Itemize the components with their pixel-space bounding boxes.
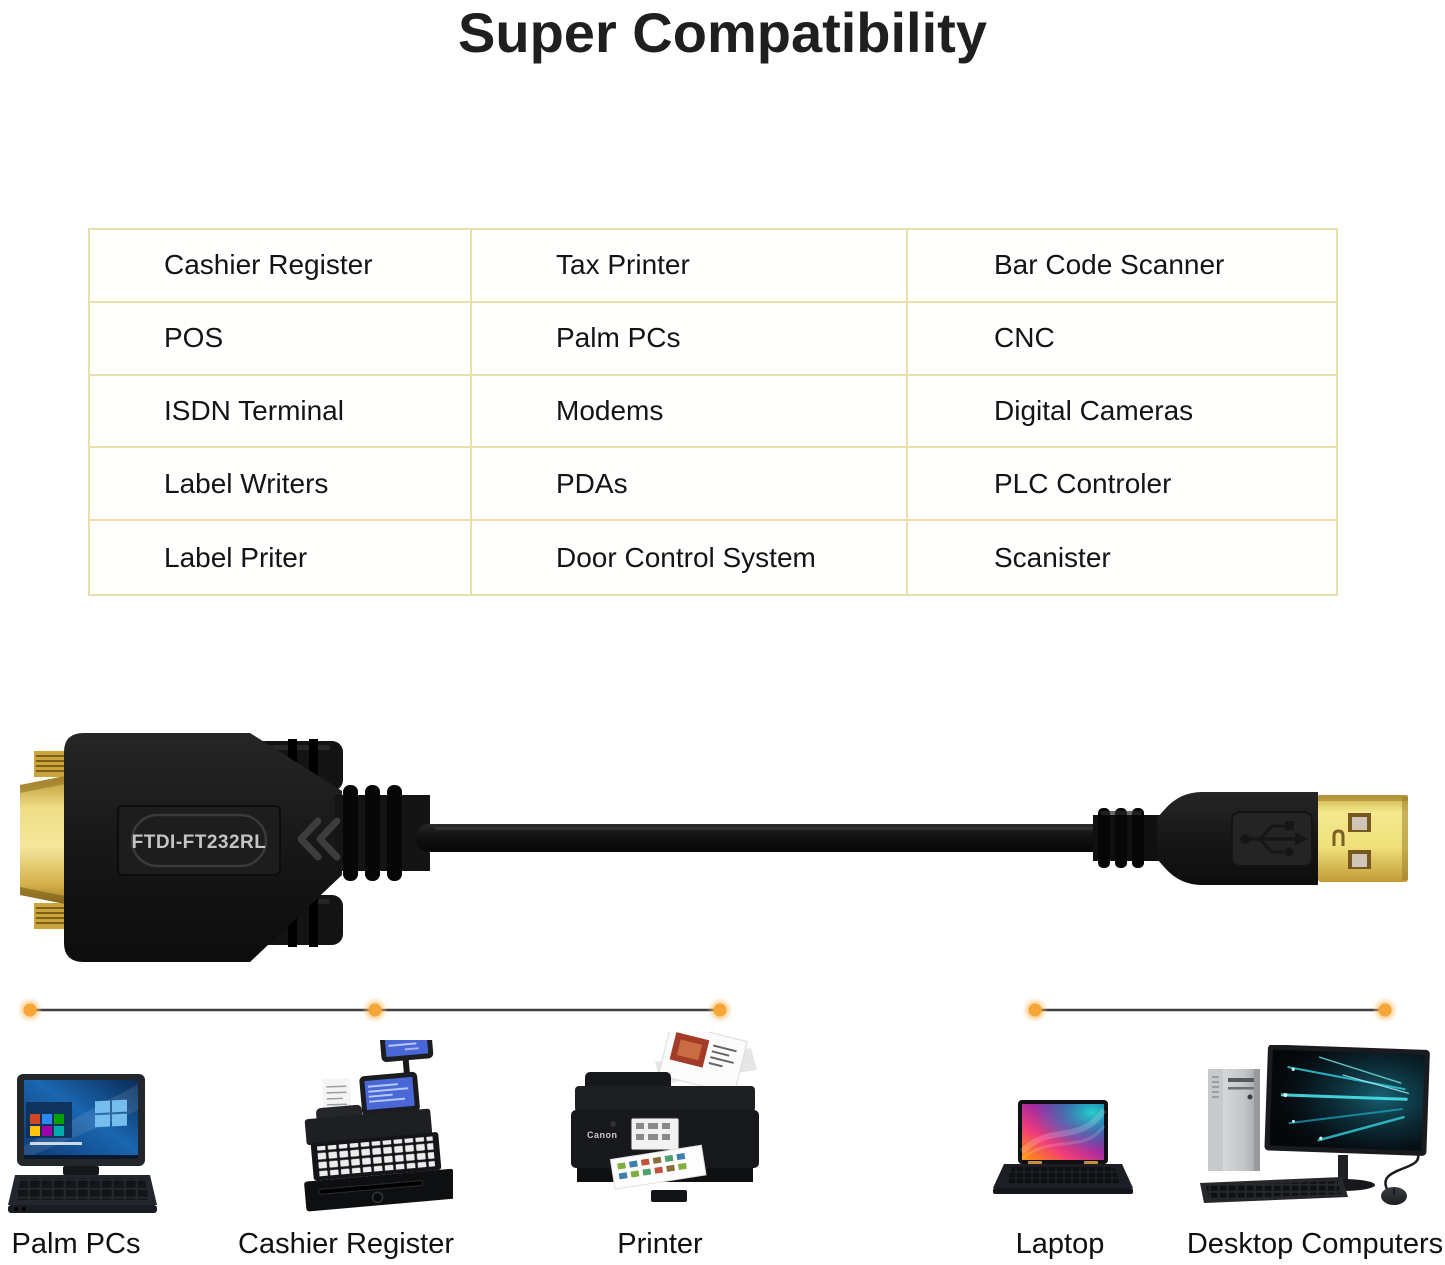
table-cell: Palm PCs bbox=[472, 302, 908, 376]
table-cell: Tax Printer bbox=[472, 230, 908, 303]
printer-input-sheet bbox=[657, 1022, 748, 1095]
usb-plug-gold bbox=[1318, 795, 1408, 882]
table-cell: POS bbox=[90, 302, 472, 376]
connection-dot bbox=[707, 997, 733, 1023]
connection-dot bbox=[362, 997, 388, 1023]
table-cell: Label Writers bbox=[90, 448, 472, 522]
table-cell: Scanister bbox=[994, 541, 1111, 573]
device-label: Laptop bbox=[1015, 1228, 1105, 1260]
device-printer: Canon bbox=[555, 1022, 770, 1208]
db9-gold-shell bbox=[20, 775, 70, 905]
compatibility-table: Cashier Register Tax Printer Bar Code Sc… bbox=[88, 228, 1338, 596]
monitor-stand bbox=[1338, 1155, 1348, 1181]
device-label: Palm PCs bbox=[11, 1228, 141, 1260]
table-cell: PDAs bbox=[472, 448, 908, 522]
connection-line-svg bbox=[17, 997, 1398, 1023]
printer-control-screen bbox=[630, 1117, 680, 1151]
table-cell: ISDN Terminal bbox=[90, 375, 472, 449]
table-cell: Cashier Register bbox=[90, 230, 472, 303]
device-label: Printer bbox=[617, 1228, 703, 1260]
device-laptop bbox=[992, 1100, 1134, 1195]
printer-brand-text: Canon bbox=[587, 1130, 618, 1140]
register-keypad bbox=[310, 1132, 442, 1181]
connection-dot bbox=[1022, 997, 1048, 1023]
palm-pc-keyboard bbox=[8, 1175, 157, 1213]
connection-line bbox=[0, 996, 1445, 1026]
model-label-text: FTDI-FT232RL bbox=[132, 832, 267, 853]
printer-output-tray bbox=[651, 1190, 687, 1202]
monitor-light-streaks bbox=[1280, 1056, 1410, 1142]
device-label: Desktop Computers bbox=[1186, 1228, 1444, 1260]
connection-dot bbox=[1372, 997, 1398, 1023]
usb-plug-notch bbox=[1332, 829, 1345, 846]
table-cell: Digital Cameras bbox=[908, 376, 1336, 449]
printer-power-button bbox=[610, 1121, 616, 1127]
usb-serial-cable-illustration: FTDI-FT232RL bbox=[20, 733, 1408, 962]
usb-contact-window bbox=[1348, 850, 1371, 869]
drawer-keyhole bbox=[371, 1191, 384, 1204]
model-label-plate: FTDI-FT232RL bbox=[117, 805, 281, 876]
device-cashier-register bbox=[283, 1032, 456, 1215]
device-palm-pc bbox=[5, 1072, 160, 1218]
palm-pc-screen bbox=[17, 1074, 145, 1166]
register-main-display bbox=[359, 1071, 420, 1116]
table-cell: Label Priter bbox=[90, 521, 472, 594]
device-label: Cashier Register bbox=[238, 1228, 454, 1260]
usb-trident-icon bbox=[1231, 811, 1313, 867]
serial-screw-thread-bottom bbox=[34, 903, 68, 929]
serial-screw-thread-top bbox=[34, 751, 68, 777]
windows-logo-icon bbox=[95, 1099, 127, 1128]
desktop-tower bbox=[1208, 1069, 1260, 1171]
table-cell: CNC bbox=[908, 303, 1336, 376]
page-title: Super Compatibility bbox=[458, 1, 987, 64]
serial-strain-relief bbox=[335, 785, 430, 881]
cable-wire bbox=[415, 824, 1145, 852]
chevron-left-icon bbox=[297, 817, 341, 861]
table-cell: PLC Controler bbox=[908, 448, 1336, 522]
desktop-mouse bbox=[1381, 1187, 1407, 1205]
palm-pc-hinge bbox=[63, 1166, 99, 1175]
device-desktop-computer bbox=[1192, 1044, 1432, 1213]
table-cell: Modems bbox=[472, 375, 908, 449]
cable-product-image: FTDI-FT232RL bbox=[0, 715, 1445, 990]
desktop-keyboard bbox=[1200, 1177, 1348, 1203]
table-cell: Door Control System bbox=[472, 521, 908, 594]
connection-dot bbox=[17, 997, 43, 1023]
start-menu-tiles bbox=[26, 1102, 82, 1145]
printer-output-sheet bbox=[609, 1144, 707, 1190]
register-cash-drawer bbox=[304, 1168, 456, 1212]
mouse-cable bbox=[1384, 1154, 1420, 1192]
laptop-keyboard bbox=[993, 1164, 1133, 1194]
table-cell: Bar Code Scanner bbox=[908, 230, 1336, 303]
usb-strain-relief bbox=[1093, 808, 1163, 868]
desktop-monitor bbox=[1264, 1044, 1430, 1156]
laptop-screen bbox=[1018, 1100, 1108, 1164]
printer-lid bbox=[575, 1086, 755, 1112]
usb-contact-window bbox=[1348, 813, 1371, 832]
